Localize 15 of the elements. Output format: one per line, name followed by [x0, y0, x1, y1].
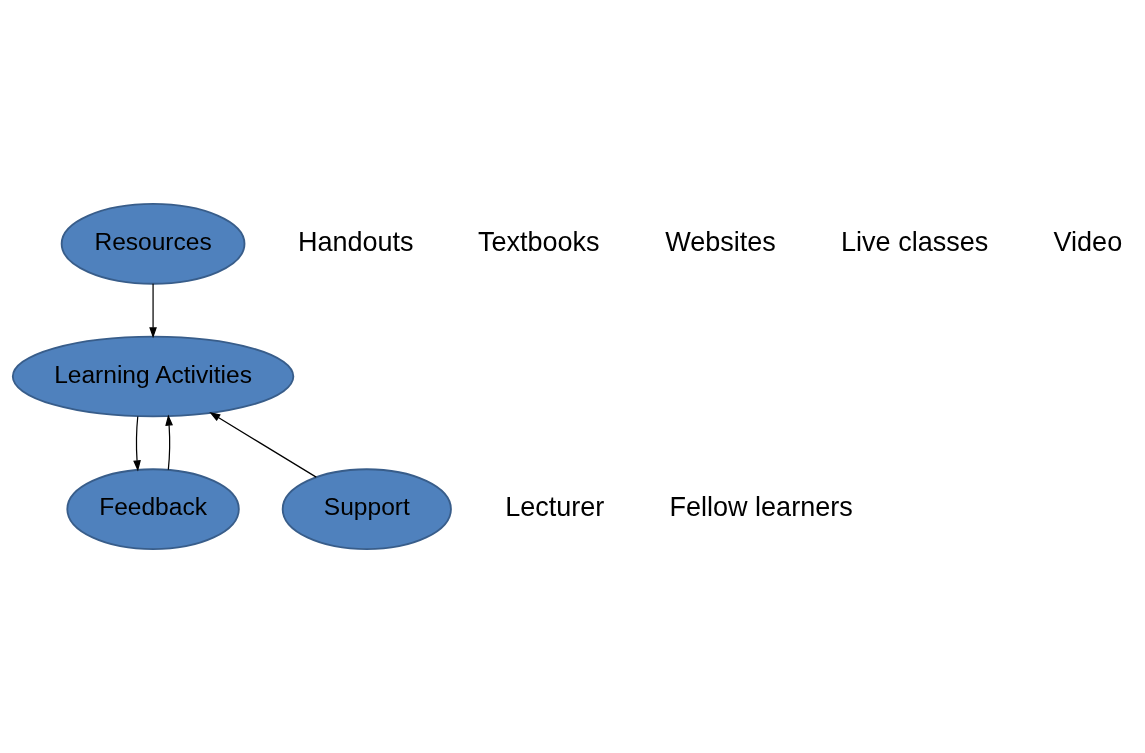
- label: Video: [1053, 226, 1123, 257]
- node-ellipse: Feedback: [66, 468, 240, 550]
- arrow: [133, 415, 141, 472]
- node-ellipse: Resources: [60, 203, 246, 285]
- label: Textbooks: [477, 226, 600, 257]
- label: Fellow learners: [669, 492, 853, 523]
- arrow: [209, 412, 317, 478]
- arrow: [165, 414, 173, 471]
- arrow: [149, 283, 157, 339]
- label: Live classes: [841, 226, 989, 257]
- label: Lecturer: [505, 492, 605, 523]
- node-ellipse: Learning Activities: [11, 335, 295, 418]
- label: Websites: [665, 226, 776, 257]
- node-ellipse: Support: [281, 468, 452, 550]
- label: Handouts: [297, 226, 414, 257]
